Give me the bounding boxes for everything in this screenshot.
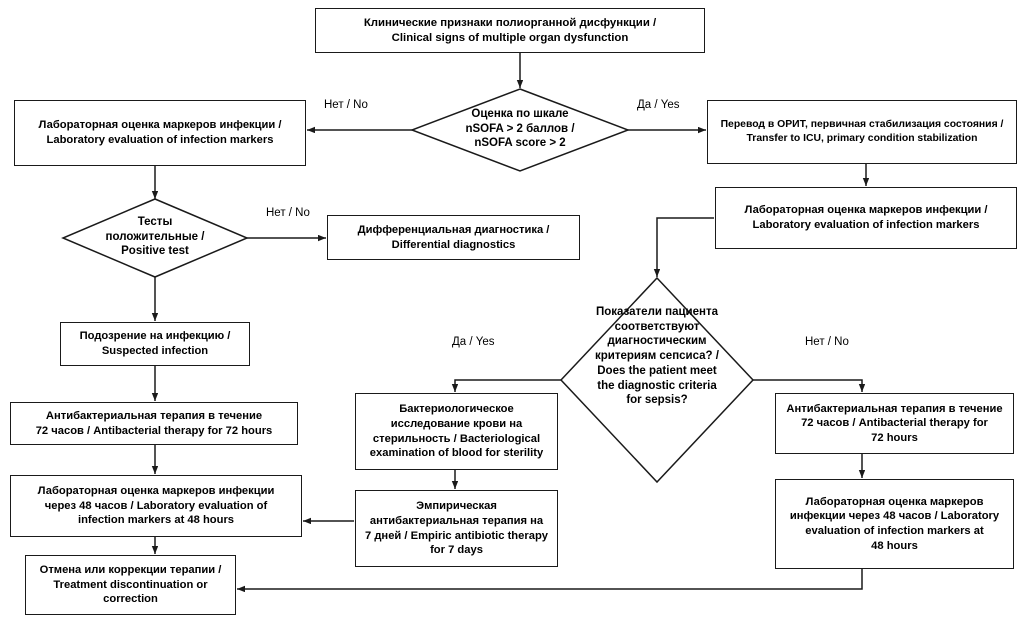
decision-sepsis-text: Показатели пациента соответствуют диагно… xyxy=(577,305,737,408)
node-suspected-infection: Подозрение на инфекцию / Suspected infec… xyxy=(60,322,250,366)
edge-sepsis-no xyxy=(752,379,866,392)
node-empiric-line3: 7 дней / Empiric antibiotic therapy xyxy=(365,529,548,542)
edge-labright-to-sepsis xyxy=(653,217,714,277)
node-lab-left-en: Laboratory evaluation of infection marke… xyxy=(46,134,274,146)
node-icu-transfer-en: Transfer to ICU, primary condition stabi… xyxy=(746,133,978,144)
node-lab48-right-line4: 48 hours xyxy=(871,539,918,552)
edge-label-sepsis-yes: Да / Yes xyxy=(452,336,495,348)
decision-sepsis-line2: соответствуют xyxy=(614,320,700,333)
node-icu-transfer: Перевод в ОРИТ, первичная стабилизация с… xyxy=(707,100,1017,164)
node-lab-right: Лабораторная оценка маркеров инфекции / … xyxy=(715,187,1017,249)
node-lab48-right-line2: инфекции через 48 часов / Laboratory xyxy=(789,510,1000,523)
edge-lab48right-to-correction xyxy=(237,569,863,593)
decision-sepsis-line3: диагностическим xyxy=(607,335,707,348)
decision-sepsis-line1: Показатели пациента xyxy=(596,306,718,318)
node-empiric-line4: for 7 days xyxy=(430,544,483,557)
node-empiric-line1: Эмпирическая xyxy=(416,500,497,513)
node-ab72-right-line1: Антибактериальная терапия в течение xyxy=(786,402,1003,415)
edge-label-nsofa-yes: Да / Yes xyxy=(637,99,680,111)
node-ab72-left-line2: 72 часов / Antibacterial therapy for 72 … xyxy=(35,424,273,437)
node-suspected-en: Suspected infection xyxy=(101,345,209,357)
node-differential-en: Differential diagnostics xyxy=(391,238,516,251)
node-lab48-left-line1: Лабораторная оценка маркеров инфекции xyxy=(37,485,275,498)
node-bacteriological-line2: исследование крови на xyxy=(390,417,523,430)
node-lab-48-right: Лабораторная оценка маркеров инфекции че… xyxy=(775,479,1014,569)
node-differential: Дифференциальная диагностика / Different… xyxy=(327,215,580,260)
node-start-line-ru: Клинические признаки полиорганной дисфун… xyxy=(363,16,657,29)
node-empiric-therapy: Эмпирическая антибактериальная терапия н… xyxy=(355,490,558,567)
node-bacteriological: Бактериологическое исследование крови на… xyxy=(355,393,558,470)
edge-label-sepsis-no: Нет / No xyxy=(805,336,849,348)
node-treatment-correction: Отмена или коррекции терапии / Treatment… xyxy=(25,555,236,615)
node-lab-48-left: Лабораторная оценка маркеров инфекции че… xyxy=(10,475,302,537)
node-start-line-en: Clinical signs of multiple organ dysfunc… xyxy=(391,31,629,44)
node-ab72-right-line3: 72 hours xyxy=(871,431,918,444)
decision-nsofa-line1: Оценка по шкале xyxy=(471,108,569,120)
decision-sepsis-line7: for sepsis? xyxy=(626,394,688,407)
node-suspected-ru: Подозрение на инфекцию / xyxy=(79,330,231,343)
edge-sepsis-yes xyxy=(451,379,562,392)
node-correction-line3: correction xyxy=(103,593,158,606)
node-bacteriological-line1: Бактериологическое xyxy=(399,403,514,416)
decision-positive-line2: положительные / xyxy=(105,230,205,243)
node-lab-left: Лабораторная оценка маркеров инфекции / … xyxy=(14,100,306,166)
node-ab72-left-line1: Антибактериальная терапия в течение xyxy=(45,409,263,422)
node-antibacterial-72-right: Антибактериальная терапия в течение 72 ч… xyxy=(775,393,1014,454)
decision-sepsis-line5: Does the patient meet xyxy=(597,364,717,377)
node-lab48-right-line1: Лабораторная оценка маркеров xyxy=(805,495,984,508)
node-differential-ru: Дифференциальная диагностика / xyxy=(357,223,550,236)
decision-sepsis-line6: the diagnostic criteria xyxy=(597,379,717,392)
node-antibacterial-72-left: Антибактериальная терапия в течение 72 ч… xyxy=(10,402,298,445)
edge-label-nsofa-no: Нет / No xyxy=(324,99,368,111)
node-lab-right-ru: Лабораторная оценка маркеров инфекции / xyxy=(744,204,988,217)
node-start: Клинические признаки полиорганной дисфун… xyxy=(315,8,705,53)
node-lab-left-ru: Лабораторная оценка маркеров инфекции / xyxy=(38,119,282,132)
decision-positive-test-shape xyxy=(61,198,249,278)
node-icu-transfer-ru: Перевод в ОРИТ, первичная стабилизация с… xyxy=(720,119,1004,131)
node-ab72-right-line2: 72 часов / Antibacterial therapy for xyxy=(801,417,988,430)
decision-nsofa-text: Оценка по шкале nSOFA > 2 баллов / nSOFA… xyxy=(435,107,605,151)
decision-positive-line3: Positive test xyxy=(121,245,189,258)
decision-nsofa-shape xyxy=(409,88,631,172)
node-empiric-line2: антибактериальная терапия на xyxy=(369,514,544,527)
decision-positive-test-text: Тесты положительные / Positive test xyxy=(75,215,235,259)
node-lab48-left-line3: infection markers at 48 hours xyxy=(77,514,235,527)
decision-nsofa-line2: nSOFA > 2 баллов / xyxy=(465,122,575,135)
node-correction-line2: Treatment discontinuation or xyxy=(53,578,208,591)
node-lab48-left-line2: через 48 часов / Laboratory evaluation o… xyxy=(44,499,268,512)
node-lab48-right-line3: evaluation of infection markers at xyxy=(805,525,984,537)
decision-positive-line1: Тесты xyxy=(137,216,173,228)
node-correction-line1: Отмена или коррекции терапии / xyxy=(39,564,222,577)
decision-sepsis-shape xyxy=(559,276,755,484)
node-bacteriological-line4: examination of blood for sterility xyxy=(369,447,544,460)
node-bacteriological-line3: стерильность / Bacteriological xyxy=(372,432,541,445)
node-lab-right-en: Laboratory evaluation of infection marke… xyxy=(752,219,980,231)
edge-label-positive-test-no: Нет / No xyxy=(266,207,310,219)
decision-sepsis-line4: критериям сепсиса? / xyxy=(595,350,719,363)
decision-nsofa-line3: nSOFA score > 2 xyxy=(474,137,566,150)
